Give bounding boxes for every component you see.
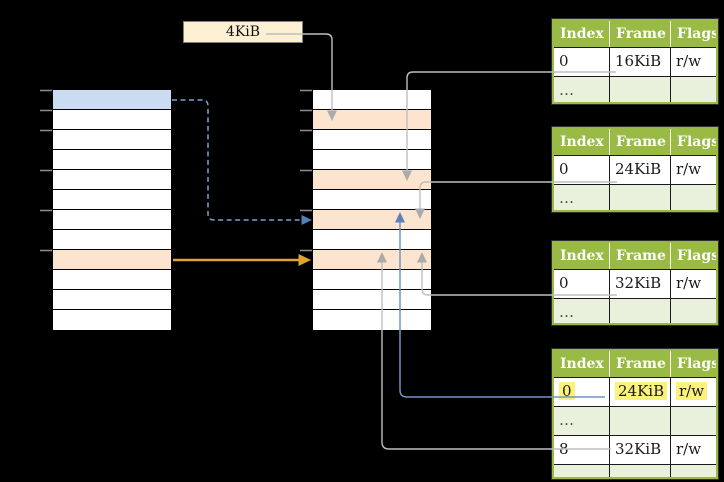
entry-index: … xyxy=(554,465,610,477)
entry-frame xyxy=(610,407,671,435)
entry-frame: 32KiB xyxy=(610,436,671,464)
entry-index: 0 xyxy=(554,378,610,406)
memory-row xyxy=(313,130,431,150)
header-index: Index xyxy=(554,243,610,269)
memory-row xyxy=(313,150,431,170)
virtual-memory-column xyxy=(52,89,172,331)
entry-flags xyxy=(671,185,716,210)
entry-index: … xyxy=(554,77,610,102)
memory-row xyxy=(313,190,431,210)
page-size-label: 4KiB xyxy=(183,21,303,43)
entry-frame xyxy=(610,77,671,102)
connector-virtual-blue-dashed-arrow xyxy=(172,99,312,225)
memory-row xyxy=(53,150,171,170)
entry-flags: r/w xyxy=(676,274,702,292)
memory-row xyxy=(313,90,431,110)
page-table-3: Index Frame Flags 0 32KiB r/w … xyxy=(551,240,719,326)
highlighted-value: 24KiB xyxy=(615,382,668,400)
header-flags: Flags xyxy=(677,356,718,372)
page-table-3-header: Index Frame Flags xyxy=(554,243,716,269)
entry-index: 0 xyxy=(554,48,610,76)
page-table-entry-ellipsis: … xyxy=(554,298,716,323)
physical-frame-highlighted xyxy=(313,110,431,130)
page-table-entry-ellipsis: … xyxy=(554,406,716,435)
memory-row xyxy=(53,290,171,310)
header-flags: Flags xyxy=(677,134,718,150)
entry-flags: r/w xyxy=(676,160,702,178)
header-frame: Frame xyxy=(610,129,671,155)
memory-row xyxy=(313,290,431,310)
page-table-entry: 0 24KiB r/w xyxy=(554,155,716,184)
physical-memory-column xyxy=(312,89,432,331)
memory-row xyxy=(53,170,171,190)
header-frame: Frame xyxy=(610,21,671,47)
entry-flags xyxy=(671,407,716,435)
virtual-memory-row-highlighted-orange xyxy=(53,250,171,270)
highlighted-value: r/w xyxy=(676,382,708,400)
page-table-2: Index Frame Flags 0 24KiB r/w … xyxy=(551,126,719,213)
memory-row xyxy=(53,130,171,150)
header-flags: Flags xyxy=(677,26,718,42)
entry-index: … xyxy=(554,185,610,210)
entry-index: … xyxy=(554,299,610,323)
page-table-1: Index Frame Flags 0 16KiB r/w … xyxy=(551,18,719,105)
page-table-entry-ellipsis: … xyxy=(554,184,716,210)
page-size-label-text: 4KiB xyxy=(225,24,261,40)
header-frame: Frame xyxy=(610,243,671,269)
memory-row xyxy=(53,210,171,230)
memory-row xyxy=(313,270,431,290)
virtual-memory-row-highlighted-blue xyxy=(53,90,171,110)
memory-row xyxy=(53,190,171,210)
entry-flags: r/w xyxy=(671,378,716,406)
header-frame: Frame xyxy=(610,351,671,377)
physical-frame-highlighted xyxy=(313,210,431,230)
page-table-entry: 8 32KiB r/w xyxy=(554,435,716,464)
entry-frame: 32KiB xyxy=(610,270,671,298)
memory-row xyxy=(313,310,431,330)
entry-frame xyxy=(610,465,671,477)
page-table-entry-ellipsis: … xyxy=(554,464,716,477)
page-table-1-header: Index Frame Flags xyxy=(554,21,716,47)
physical-frame-highlighted xyxy=(313,250,431,270)
page-table-4: Index Frame Flags 0 24KiB r/w … 8 32KiB … xyxy=(551,348,719,480)
entry-index: 0 xyxy=(554,270,610,298)
entry-flags: r/w xyxy=(676,52,702,70)
entry-frame: 24KiB xyxy=(610,378,671,406)
header-index: Index xyxy=(554,351,610,377)
entry-flags: r/w xyxy=(676,440,702,458)
entry-frame: 16KiB xyxy=(610,48,671,76)
header-flags: Flags xyxy=(677,248,718,264)
entry-index: … xyxy=(554,407,610,435)
header-index: Index xyxy=(554,129,610,155)
page-table-entry: 0 32KiB r/w xyxy=(554,269,716,298)
entry-index: 8 xyxy=(554,436,610,464)
page-table-entry-ellipsis: … xyxy=(554,76,716,102)
entry-flags xyxy=(671,299,716,323)
entry-frame xyxy=(610,299,671,323)
connector-virtual-orange-arrow xyxy=(173,254,311,266)
entry-flags xyxy=(671,77,716,102)
page-table-2-header: Index Frame Flags xyxy=(554,129,716,155)
entry-index: 0 xyxy=(554,156,610,184)
memory-row xyxy=(53,270,171,290)
entry-frame xyxy=(610,185,671,210)
memory-row xyxy=(313,230,431,250)
page-table-entry: 0 16KiB r/w xyxy=(554,47,716,76)
entry-frame: 24KiB xyxy=(610,156,671,184)
highlighted-value: 0 xyxy=(559,382,575,400)
page-table-entry-highlighted: 0 24KiB r/w xyxy=(554,377,716,406)
page-table-4-header: Index Frame Flags xyxy=(554,351,716,377)
memory-row xyxy=(53,110,171,130)
entry-flags xyxy=(671,465,716,477)
memory-row xyxy=(53,310,171,330)
memory-row xyxy=(53,230,171,250)
physical-frame-highlighted xyxy=(313,170,431,190)
header-index: Index xyxy=(554,21,610,47)
